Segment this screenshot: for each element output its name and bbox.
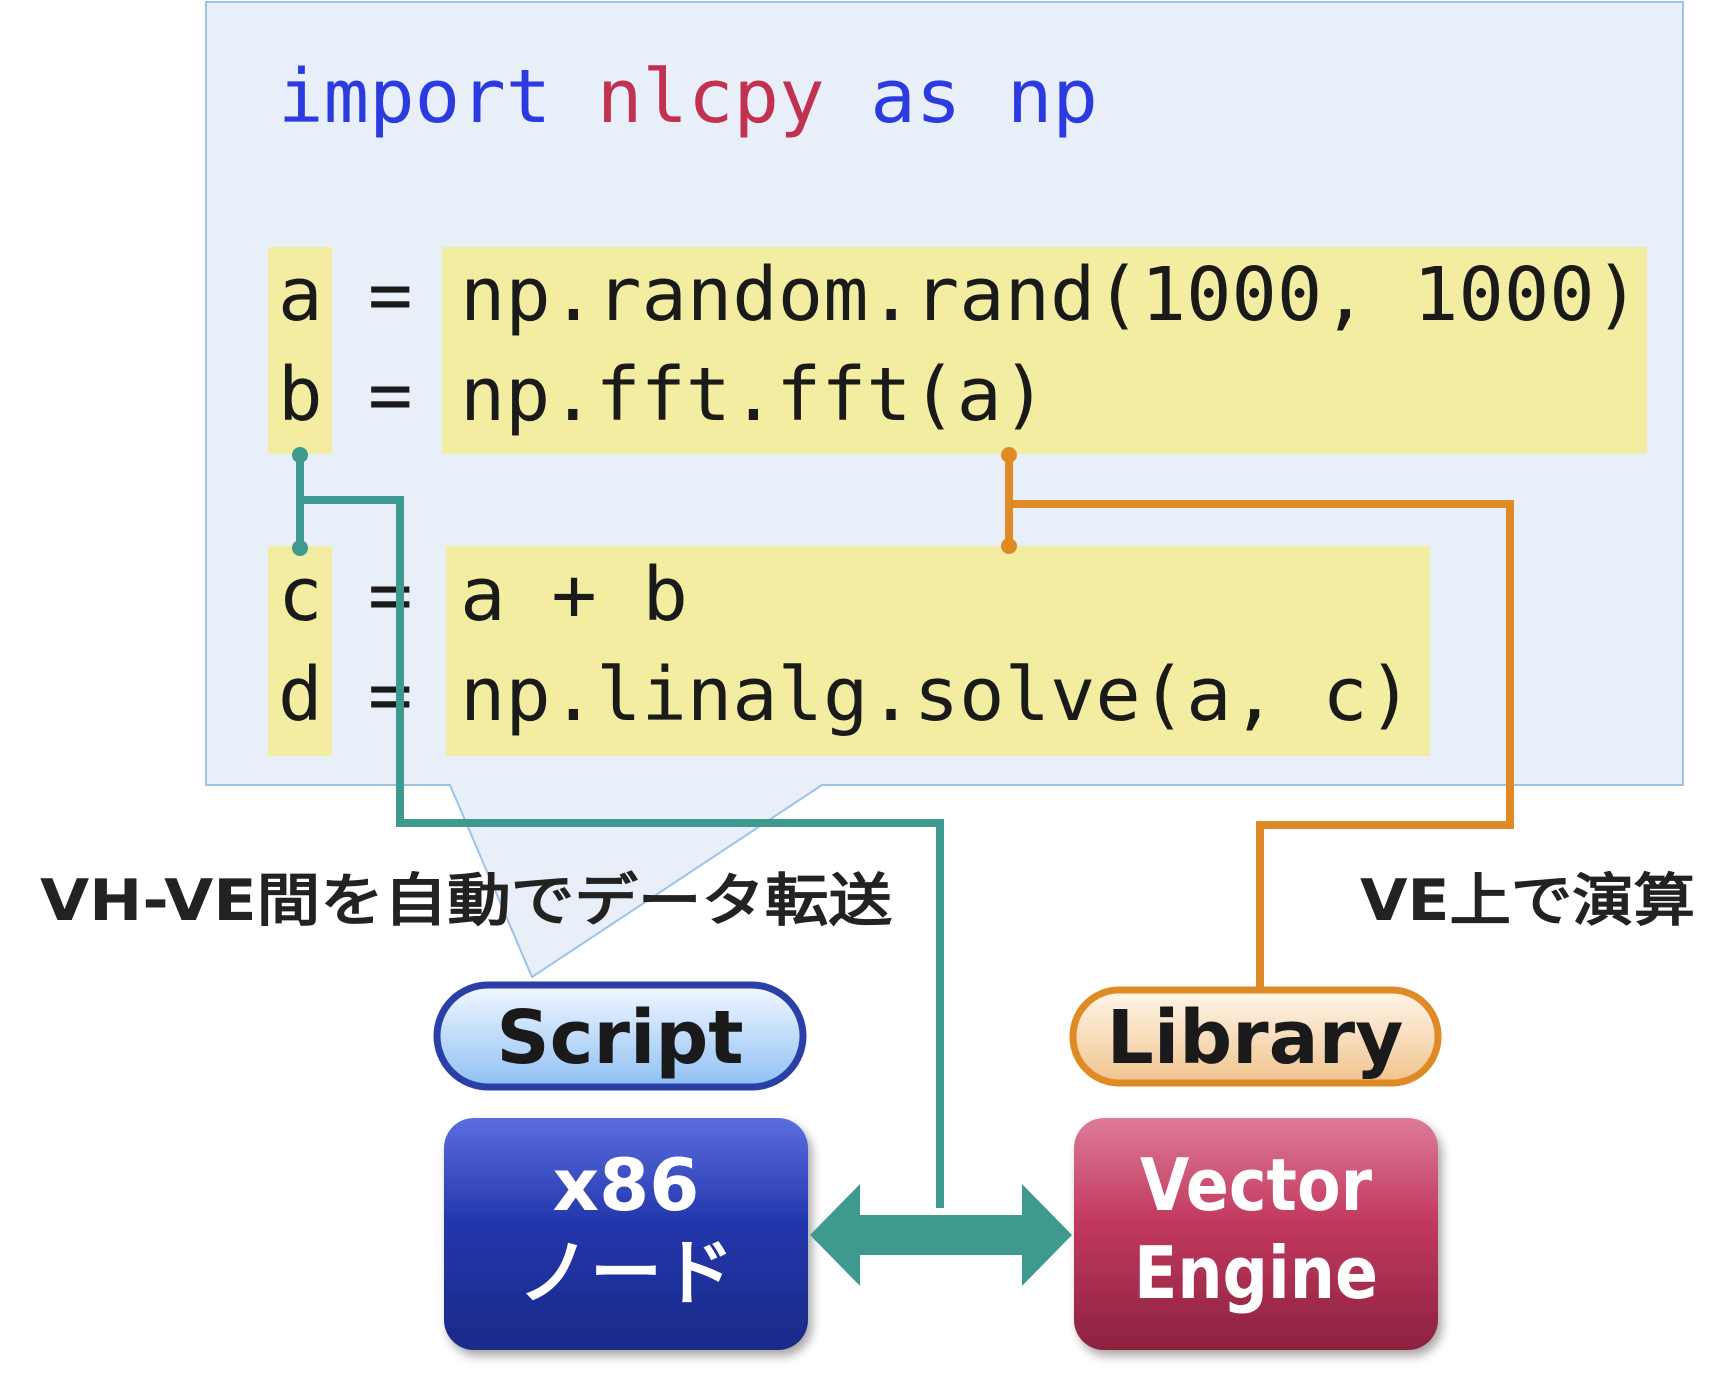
x86-node-label-line2: ノード: [518, 1231, 734, 1315]
code-line-b-op: =: [368, 352, 413, 438]
script-badge: [433, 981, 807, 1091]
code-line-d-expr: np.linalg.solve(a, c): [460, 652, 1413, 738]
compute-connector: [1005, 455, 1514, 990]
transfer-connector: [296, 455, 944, 1208]
code-line-c-op: =: [368, 552, 413, 638]
var-highlight-cd: [268, 546, 332, 756]
code-line-b-var: b: [278, 352, 323, 438]
vector-engine-label-line2: Engine: [1134, 1231, 1378, 1315]
connector-dot-c: [292, 540, 308, 556]
vector-engine-box: [1074, 1118, 1438, 1350]
code-line-d-var: d: [278, 652, 323, 738]
expr-highlight-ab: [442, 247, 1647, 454]
code-line-d-op: =: [368, 652, 413, 738]
code-panel: [205, 1, 1684, 979]
code-line-a-var: a: [278, 252, 323, 338]
x86-node-box: [444, 1118, 808, 1350]
compute-label: VE上で演算: [1360, 868, 1695, 934]
code-line-c-expr: a + b: [460, 552, 688, 638]
var-highlight-ab: [268, 247, 332, 454]
import-line: import nlcpy as np: [278, 54, 1098, 140]
code-line-a-op: =: [368, 252, 413, 338]
library-badge: [1069, 986, 1442, 1087]
vector-engine-label-line1: Vector: [1140, 1143, 1372, 1227]
code-line-b-expr: np.fft.fft(a): [460, 352, 1047, 438]
connector-dot-sum: [1001, 538, 1017, 554]
transfer-label: VH-VE間を自動でデータ転送: [40, 868, 892, 934]
code-line-c-var: c: [278, 552, 323, 638]
x86-node-label-line1: x86: [553, 1143, 700, 1227]
connector-dot-fft: [1001, 447, 1017, 463]
code-line-a-expr: np.random.rand(1000, 1000): [460, 252, 1640, 338]
double-arrow-icon: [810, 1184, 1072, 1286]
expr-highlight-cd: [446, 546, 1430, 756]
script-badge-label: Script: [496, 995, 743, 1081]
library-badge-label: Library: [1107, 995, 1404, 1081]
connector-dot-b: [292, 447, 308, 463]
